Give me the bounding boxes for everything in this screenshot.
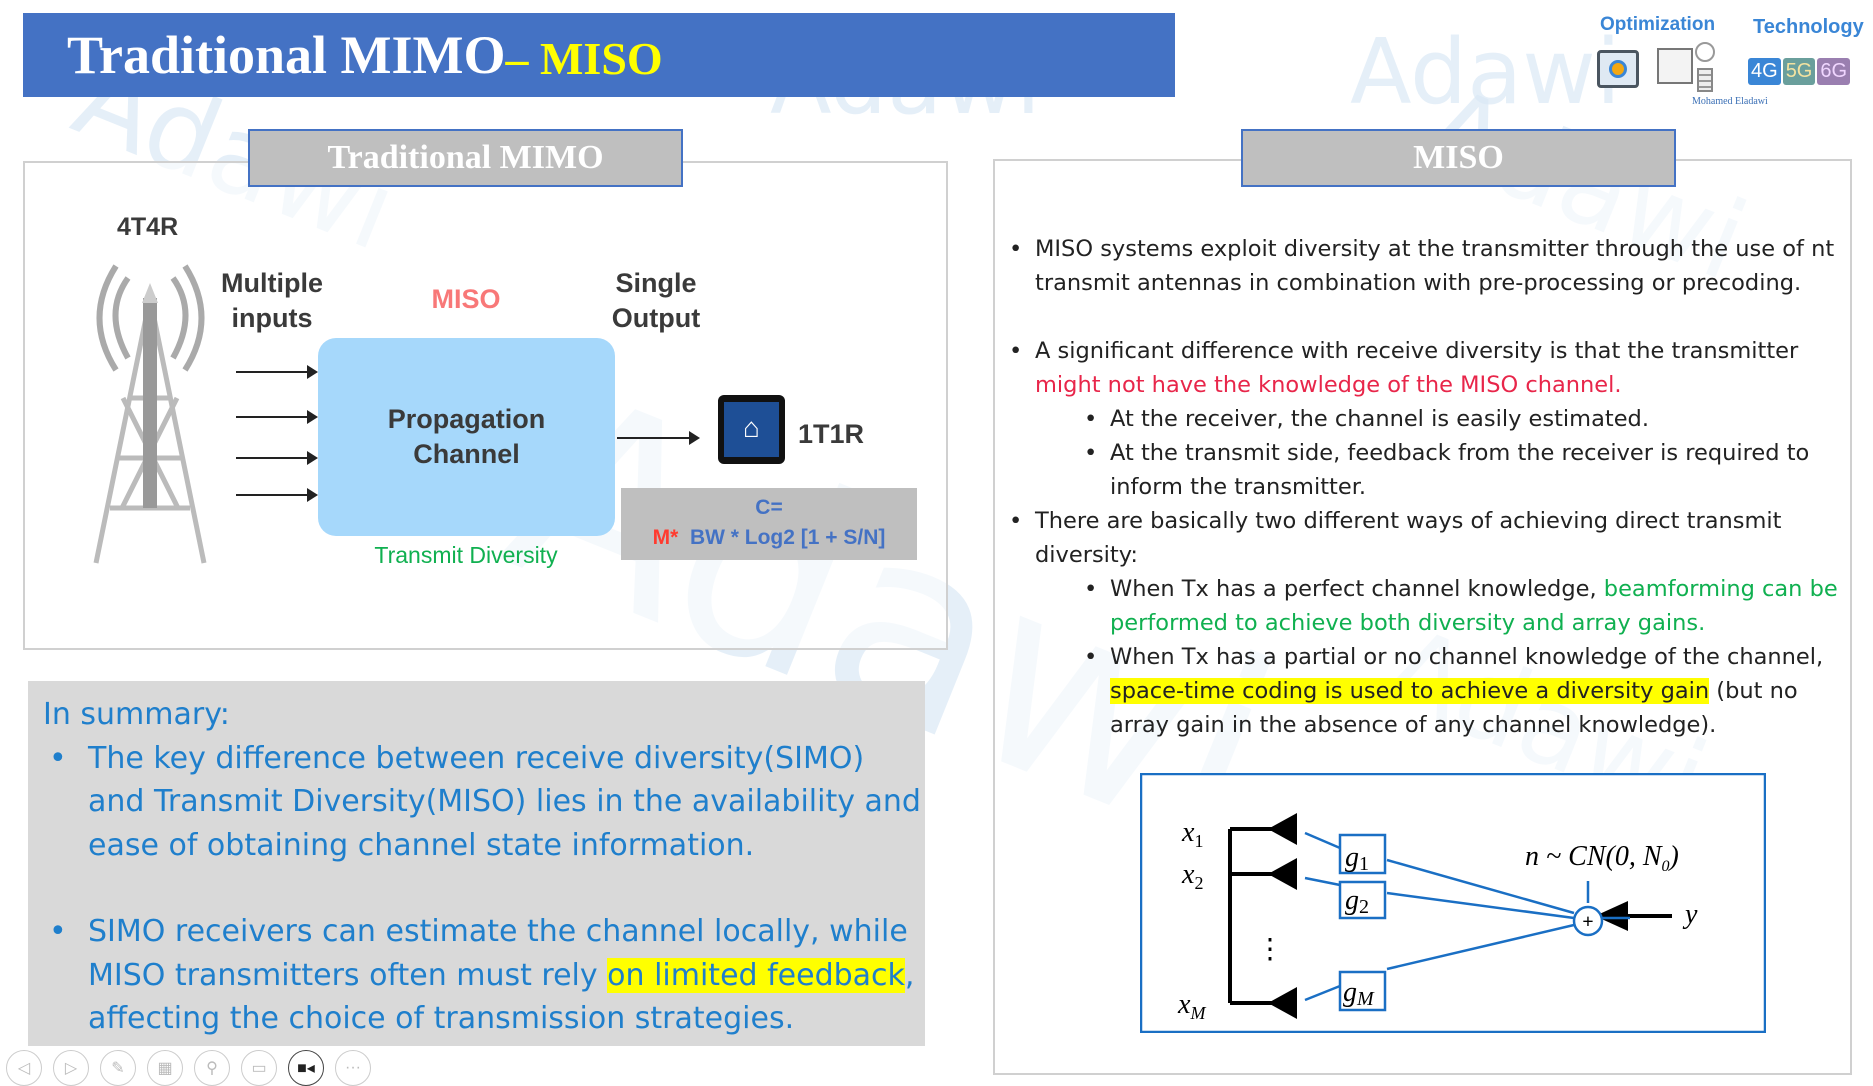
summary-box: In summary: • The key difference between … (28, 681, 925, 1046)
summary-text-part: SIMO receivers can estimate the channel … (88, 914, 908, 993)
input-arrow (236, 365, 318, 379)
miso-description: • MISO systems exploit diversity at the t… (1009, 232, 1839, 742)
bullet-text: When Tx has a perfect channel knowledge,… (1110, 572, 1839, 640)
channel-label-line1: Propagation (387, 404, 546, 434)
channel-label-line2: Channel (413, 439, 520, 469)
left-panel-header: Traditional MIMO (248, 129, 683, 187)
transmit-diversity-label: Transmit Diversity (374, 542, 558, 568)
summary-text: The key difference between receive diver… (88, 740, 921, 863)
bullet-dot: • (1084, 576, 1098, 602)
subtitles-button[interactable]: ▭ (241, 1050, 277, 1086)
miso-block-diagram: x1 x2 xM g1 g2 gM n ~ CN(0, N0) y ⋮ + (1140, 773, 1766, 1033)
right-panel-header: MISO (1241, 129, 1676, 187)
tablet-icon: ⌂ (718, 395, 785, 464)
formula-m: M* (652, 526, 679, 549)
diagram-y: y (1682, 899, 1698, 930)
diagram-dots: ⋮ (1256, 934, 1284, 965)
bullet-text: There are basically two different ways o… (1035, 508, 1782, 568)
server-icon (1697, 68, 1713, 92)
pen-button[interactable]: ✎ (100, 1050, 136, 1086)
diagram-gm: gM (1343, 977, 1375, 1010)
inputs-label-line1: Multiple (221, 268, 323, 298)
bullet-text: A significant difference with receive di… (1035, 334, 1839, 402)
text-emphasis: might not have the knowledge of the MISO… (1035, 372, 1622, 398)
summary-bullet: • SIMO receivers can estimate the channel… (43, 910, 925, 1041)
summary-bullet: • The key difference between receive dive… (43, 737, 925, 868)
miso-label: MISO (431, 284, 501, 314)
zoom-button[interactable]: ⚲ (194, 1050, 230, 1086)
text-part: When Tx has a partial or no channel know… (1110, 644, 1824, 670)
input-arrow (236, 410, 318, 424)
bullet-dot: • (49, 914, 67, 949)
bullet-dot: • (1084, 644, 1098, 670)
previous-button[interactable]: ◁ (6, 1050, 42, 1086)
cell-tower-icon (93, 264, 207, 564)
text-part: (but no array gain in the absence of any… (1110, 678, 1798, 738)
bullet-text: At the transmit side, feedback from the … (1110, 440, 1810, 500)
logo-author: Mohamed Eladawi (1692, 96, 1768, 107)
capacity-formula: C= M* BW * Log2 [1 + S/N] (621, 488, 917, 560)
diagram-xm: xM (1177, 989, 1206, 1023)
sum-node: + (1582, 911, 1593, 933)
lightbulb-icon (1695, 42, 1715, 62)
summary-heading: In summary: (43, 697, 230, 732)
title-bar: Traditional MIMO – MISO (23, 13, 1175, 97)
bullet-dot: • (1084, 440, 1098, 466)
input-arrow (236, 488, 318, 502)
bullet-text: MISO systems exploit diversity at the tr… (1035, 236, 1835, 296)
monitor-icon (1597, 50, 1639, 88)
diagram-noise: n ~ CN(0, N0) (1525, 841, 1679, 875)
output-label-line2: Output (611, 303, 701, 333)
rx-label: 1T1R (798, 419, 865, 449)
bullet-dot: • (1009, 338, 1023, 364)
diagram-x2: x2 (1181, 859, 1203, 893)
badge-5g: 5G (1782, 58, 1816, 85)
formula-rest: BW * Log2 [1 + S/N] (689, 526, 886, 549)
bullet-dot: • (1009, 236, 1023, 262)
text-highlight: space-time coding is used to achieve a d… (1110, 678, 1710, 704)
formula-line1: C= (755, 496, 783, 519)
slides-button[interactable]: ▦ (147, 1050, 183, 1086)
logo-technology: Technology (1753, 16, 1864, 38)
summary-text: SIMO receivers can estimate the channel … (88, 910, 925, 1041)
text-emphasis: beamforming can be performed to achieve … (1110, 576, 1838, 636)
summary-text-part: , affecting the choice of transmission s… (88, 957, 915, 1037)
network-badges: 4G 5G 6G (1748, 58, 1851, 85)
diagram-g1: g1 (1345, 842, 1369, 875)
input-arrow (236, 451, 318, 465)
text-part: When Tx has a perfect channel knowledge, (1110, 576, 1604, 602)
tx-label: 4T4R (117, 213, 179, 241)
inputs-label-line2: inputs (231, 303, 313, 333)
badge-4g: 4G (1748, 58, 1781, 85)
analytics-icon (1657, 48, 1693, 84)
page-subtitle: – MISO (505, 32, 663, 84)
badge-6g: 6G (1817, 58, 1851, 85)
bullet-dot: • (1009, 508, 1023, 534)
more-button[interactable]: ··· (335, 1050, 371, 1086)
next-button[interactable]: ▷ (53, 1050, 89, 1086)
watermark: Adawi (1350, 20, 1621, 125)
bullet-text: At the receiver, the channel is easily e… (1110, 406, 1649, 432)
inputs-label: Multiple inputs (212, 266, 332, 336)
output-arrow (617, 431, 700, 445)
summary-highlight: on limited feedback (607, 957, 905, 993)
logo-optimization: Optimization (1600, 14, 1716, 35)
bullet-dot: • (1084, 406, 1098, 432)
output-label-line1: Single (615, 268, 697, 298)
bullet-dot: • (49, 740, 67, 776)
diagram-x1: x1 (1181, 817, 1203, 851)
diagram-g2: g2 (1345, 885, 1369, 918)
text-part: A significant difference with receive di… (1035, 338, 1799, 364)
bullet-text: When Tx has a partial or no channel know… (1110, 640, 1839, 742)
camera-button[interactable]: ■◂ (288, 1050, 324, 1086)
page-title: Traditional MIMO (67, 25, 506, 85)
